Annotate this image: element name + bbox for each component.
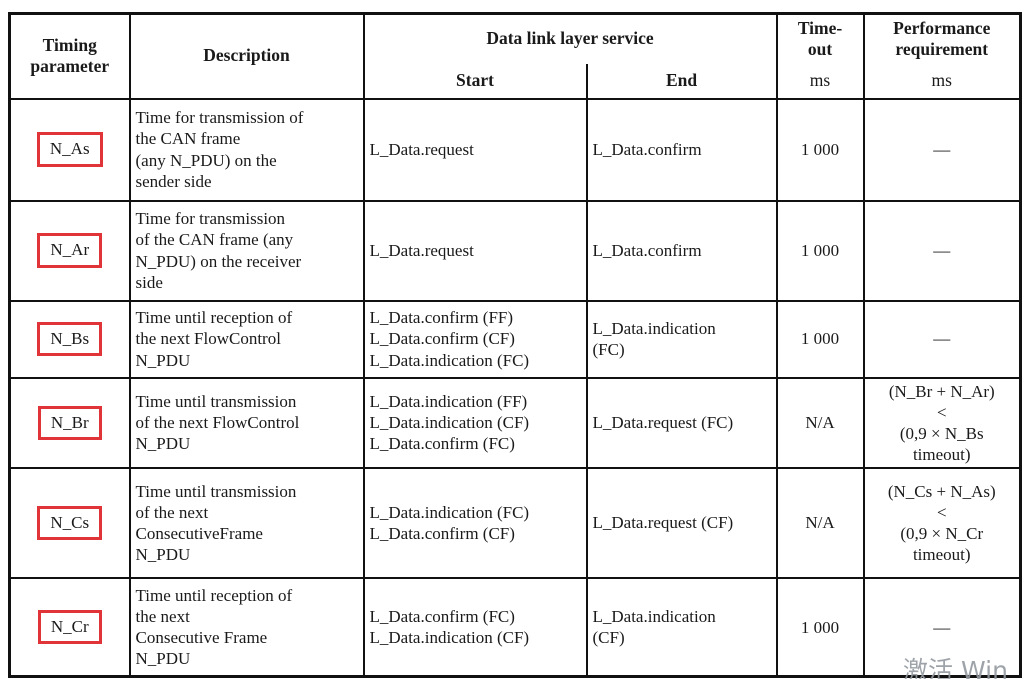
red-highlight-box: N_Cs [37,505,103,540]
red-highlight-box: N_Ar [37,233,103,268]
timing-parameter-cell: N_Cr [8,576,131,678]
start-service-cell: L_Data.confirm (FC) L_Data.indication (C… [362,576,588,678]
timeout-cell: N/A [775,466,865,579]
description-cell: Time until reception of the next FlowCon… [128,299,365,379]
description-cell: Time until transmission of the next Flow… [128,376,365,469]
timing-parameter-cell: N_Ar [8,199,131,302]
timing-parameters-table-container: Timing parameter Description Data link l… [8,12,1023,679]
start-service-cell: L_Data.indication (FF) L_Data.indication… [362,376,588,469]
timeout-cell: 1 000 [775,199,865,302]
red-highlight-box: N_Bs [37,321,103,357]
start-service-cell: L_Data.request [362,199,588,302]
col-header-end: End [585,63,778,100]
description-cell: Time until reception of the next Consecu… [128,576,365,678]
timeout-cell: 1 000 [775,576,865,678]
col-header-timeout-unit: ms [775,63,865,100]
performance-cell: (N_Br + N_Ar) < (0,9 × N_Bs timeout) [862,376,1022,469]
red-highlight-box: N_Br [37,405,102,440]
red-highlight-box: N_As [36,132,103,167]
timing-parameter-cell: N_Cs [8,466,131,579]
description-cell: Time for transmission of the CAN frame (… [128,97,365,202]
timeout-cell: 1 000 [775,97,865,202]
start-service-cell: L_Data.confirm (FF) L_Data.confirm (CF) … [362,299,588,379]
timing-parameter-cell: N_As [8,97,131,202]
table-row-n-as: N_As Time for transmission of the CAN fr… [8,97,1022,202]
col-header-timeout: Time- out [775,12,865,64]
end-service-cell: L_Data.indication (FC) [585,299,778,379]
red-highlight-box: N_Cr [37,610,102,645]
description-cell: Time for transmission of the CAN frame (… [128,199,365,302]
table-row-n-cr: N_Cr Time until reception of the next Co… [8,576,1022,678]
start-service-cell: L_Data.request [362,97,588,202]
start-service-cell: L_Data.indication (FC) L_Data.confirm (C… [362,466,588,579]
timeout-cell: 1 000 [775,299,865,379]
performance-cell: — [862,576,1022,678]
col-header-performance: Performance requirement [862,12,1022,64]
timing-parameters-table: Timing parameter Description Data link l… [8,12,1023,679]
timing-parameter-cell: N_Bs [8,299,131,379]
description-cell: Time until transmission of the next Cons… [128,466,365,579]
col-header-start: Start [362,63,588,100]
end-service-cell: L_Data.confirm [585,97,778,202]
table-row-n-bs: N_Bs Time until reception of the next Fl… [8,299,1022,379]
col-header-timing-parameter: Timing parameter [8,12,131,100]
end-service-cell: L_Data.request (FC) [585,376,778,469]
end-service-cell: L_Data.request (CF) [585,466,778,579]
timeout-cell: N/A [775,376,865,469]
performance-cell: — [862,199,1022,302]
performance-cell: — [862,97,1022,202]
table-row-n-ar: N_Ar Time for transmission of the CAN fr… [8,199,1022,302]
end-service-cell: L_Data.indication (CF) [585,576,778,678]
col-header-description: Description [128,12,365,100]
table-row-n-cs: N_Cs Time until transmission of the next… [8,466,1022,579]
end-service-cell: L_Data.confirm [585,199,778,302]
col-header-performance-unit: ms [862,63,1022,100]
performance-cell: — [862,299,1022,379]
col-header-data-link-layer-service: Data link layer service [362,12,778,64]
table-row-n-br: N_Br Time until transmission of the next… [8,376,1022,469]
timing-parameter-cell: N_Br [8,376,131,469]
performance-cell: (N_Cs + N_As) < (0,9 × N_Cr timeout) [862,466,1022,579]
